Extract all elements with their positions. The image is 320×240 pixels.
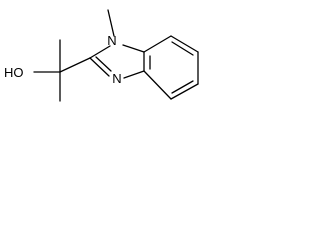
bond-n-methyl — [107, 9, 115, 37]
bond-n1-c2 — [89, 45, 111, 59]
atom-label-hydroxyl: HO — [4, 65, 24, 80]
bond-c5-c4 — [170, 83, 199, 100]
bond-n3-c3a — [123, 70, 145, 79]
bond-c7-c6-inner — [171, 41, 194, 56]
bond-c5-c4-inner — [171, 80, 194, 94]
atom-label-ring-nitrogen-methylated: N — [107, 33, 116, 48]
bond-c7a-c7 — [143, 35, 172, 53]
bond-c7-c6 — [170, 35, 199, 53]
atom-label-ring-nitrogen: N — [112, 71, 121, 86]
bond-c2-quaternary-carbon — [59, 57, 91, 73]
bond-c2-n3-double-b — [95, 56, 112, 72]
bond-n1-c7a — [122, 44, 145, 53]
molecule-drawing: N N HO — [4, 9, 199, 102]
bond-c4-c3a — [143, 70, 172, 100]
structure-canvas: N N HO — [0, 0, 232, 117]
bond-c2-n3-double-a — [89, 57, 110, 77]
